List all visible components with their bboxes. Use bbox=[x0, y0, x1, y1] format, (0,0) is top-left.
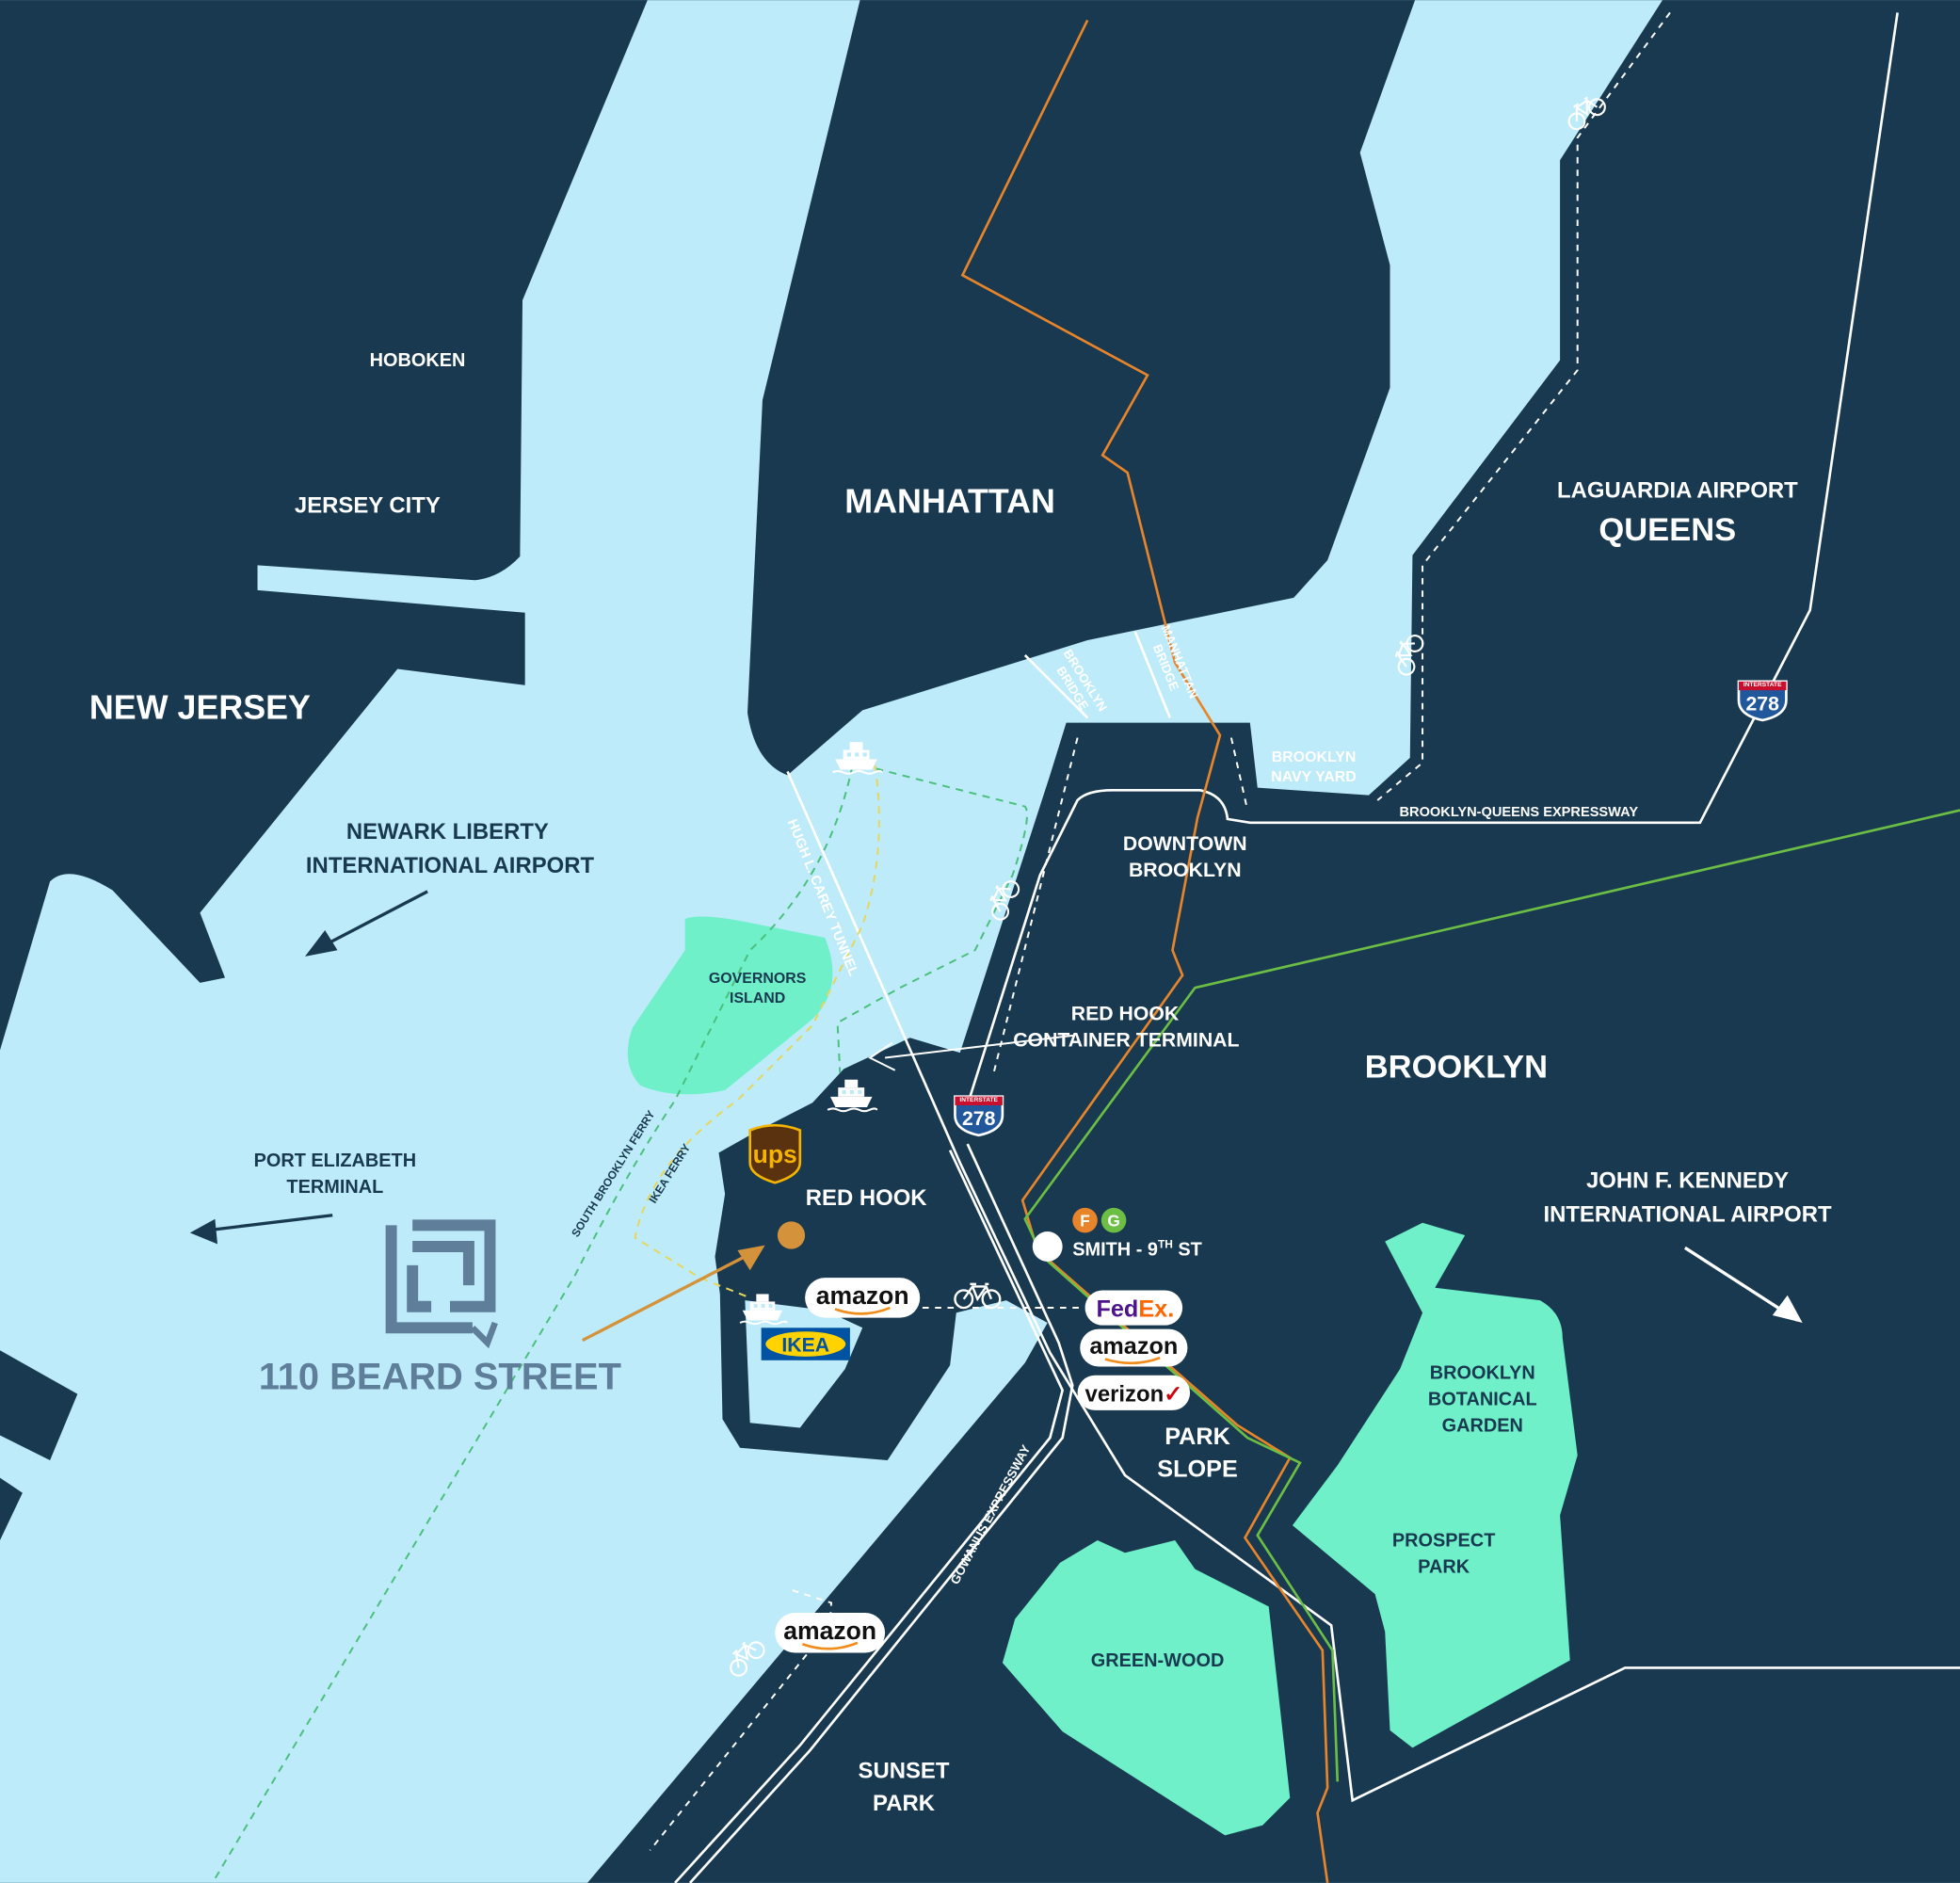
site-name-label: 110 BEARD STREET bbox=[259, 1356, 621, 1397]
brooklyn-label: BROOKLYN bbox=[1365, 1050, 1548, 1086]
downtown-label-line2: BROOKLYN bbox=[1129, 859, 1242, 881]
svg-text:IKEA: IKEA bbox=[781, 1334, 829, 1357]
svg-text:FedEx.: FedEx. bbox=[1096, 1296, 1174, 1322]
prospect-label-line1: PROSPECT bbox=[1392, 1531, 1496, 1552]
sunset-label-line2: PARK bbox=[873, 1791, 936, 1816]
direction-arrows bbox=[189, 342, 1803, 1323]
arrow-port-head-icon bbox=[189, 1218, 218, 1245]
red-hook-label: RED HOOK bbox=[806, 1185, 927, 1211]
new-jersey-land bbox=[0, 0, 648, 1051]
amazon-logo: amazon bbox=[775, 1613, 886, 1653]
jersey-city-label: JERSEY CITY bbox=[295, 493, 441, 519]
port-label-line1: PORT ELIZABETH bbox=[254, 1151, 417, 1171]
interstate-shield-icon: INTERSTATE 278 bbox=[954, 1095, 1004, 1137]
subway-f-badge-icon bbox=[1072, 1207, 1098, 1233]
hoboken-label: HOBOKEN bbox=[370, 350, 466, 371]
manhattan-bridge-line bbox=[1133, 631, 1172, 718]
green-wood-cemetery bbox=[1002, 1540, 1291, 1836]
governors-label-line1: GOVERNORS bbox=[709, 971, 807, 987]
roads bbox=[674, 12, 1960, 1883]
arrow-laguardia-icon bbox=[1674, 346, 1759, 454]
botanical-label-line1: BROOKLYN bbox=[1430, 1363, 1535, 1384]
jfk-label-line2: INTERNATIONAL AIRPORT bbox=[1543, 1201, 1832, 1227]
subway-g-badge-icon bbox=[1100, 1207, 1127, 1233]
jersey-pier-2 bbox=[0, 1477, 23, 1541]
brooklyn-highway-outer bbox=[688, 1143, 1074, 1883]
bqe-road bbox=[963, 12, 1899, 1114]
governors-island bbox=[627, 916, 833, 1095]
jersey-pier bbox=[0, 1350, 78, 1461]
queens-label: QUEENS bbox=[1599, 512, 1736, 548]
subway-g-letter: G bbox=[1107, 1212, 1119, 1231]
subway-g-line bbox=[1023, 809, 1960, 1782]
prospect-label-line2: PARK bbox=[1418, 1557, 1470, 1578]
svg-text:amazon: amazon bbox=[1089, 1333, 1178, 1360]
new-jersey-label: NEW JERSEY bbox=[89, 689, 311, 727]
downtown-label-line1: DOWNTOWN bbox=[1123, 832, 1247, 855]
arrow-newark-head-icon bbox=[304, 930, 338, 957]
queens-brooklyn-land bbox=[587, 0, 1960, 1883]
site-logo-icon bbox=[385, 1219, 498, 1349]
svg-text:INTERSTATE: INTERSTATE bbox=[959, 1097, 998, 1103]
container-label-line2: CONTAINER TERMINAL bbox=[1013, 1029, 1239, 1052]
amazon-logo: amazon bbox=[805, 1278, 921, 1318]
newark-label-line2: INTERNATIONAL AIRPORT bbox=[306, 853, 595, 878]
jfk-label-line1: JOHN F. KENNEDY bbox=[1586, 1168, 1789, 1194]
container-label-line1: RED HOOK bbox=[1071, 1003, 1180, 1025]
svg-text:amazon: amazon bbox=[816, 1281, 909, 1310]
svg-text:278: 278 bbox=[962, 1107, 996, 1130]
manhattan-land bbox=[747, 0, 1416, 776]
navy-yard-label-line2: NAVY YARD bbox=[1271, 769, 1357, 785]
botanical-prospect-park bbox=[1292, 1222, 1578, 1748]
botanical-label-line2: BOTANICAL bbox=[1428, 1390, 1537, 1410]
ikea-logo: IKEA bbox=[761, 1328, 850, 1360]
brooklyn-bridge-line bbox=[1023, 653, 1089, 719]
subway-station-icon[interactable] bbox=[1032, 1231, 1063, 1262]
sunset-label-line1: SUNSET bbox=[859, 1758, 950, 1783]
amazon-logo: amazon bbox=[1080, 1328, 1188, 1367]
brooklyn-highway-inner bbox=[674, 1150, 1065, 1883]
green-wood-label: GREEN-WOOD bbox=[1091, 1650, 1225, 1671]
site-arrow-icon bbox=[581, 1253, 748, 1343]
park-slope-label-line1: PARK bbox=[1165, 1424, 1230, 1450]
park-slope-label-line2: SLOPE bbox=[1157, 1456, 1237, 1482]
smith-9th-label: SMITH - 9TH ST bbox=[1072, 1237, 1202, 1260]
arrow-jfk-head-icon bbox=[1772, 1295, 1803, 1323]
bqe-label: BROOKLYN-QUEENS EXPRESSWAY bbox=[1400, 805, 1639, 820]
arrow-port-icon bbox=[197, 1214, 333, 1233]
container-terminal-pier bbox=[799, 1050, 951, 1146]
botanical-label-line3: GARDEN bbox=[1442, 1416, 1523, 1437]
laguardia-label: LAGUARDIA AIRPORT bbox=[1557, 478, 1798, 504]
subway-f-line bbox=[960, 19, 1329, 1883]
fedex-logo: FedEx. bbox=[1084, 1290, 1183, 1326]
ferry-routes bbox=[211, 764, 1028, 1883]
svg-text:ups: ups bbox=[753, 1140, 797, 1168]
ups-logo: ups bbox=[748, 1123, 802, 1184]
manhattan-label: MANHATTAN bbox=[844, 483, 1055, 521]
arrow-container-icon bbox=[884, 1034, 1076, 1059]
verizon-logo: verizon✓ bbox=[1077, 1375, 1191, 1410]
interstate-shield-icon: INTERSTATE 278 bbox=[1737, 680, 1788, 722]
svg-text:INTERSTATE: INTERSTATE bbox=[1743, 682, 1782, 688]
port-label-line2: TERMINAL bbox=[286, 1177, 383, 1198]
svg-text:278: 278 bbox=[1745, 692, 1779, 715]
site-arrow-head-icon bbox=[737, 1245, 765, 1271]
subway-f-letter: F bbox=[1080, 1212, 1090, 1231]
hugh-carey-tunnel-road bbox=[786, 770, 1960, 1803]
svg-text:verizon✓: verizon✓ bbox=[1085, 1382, 1183, 1408]
navy-yard-label-line1: BROOKLYN bbox=[1272, 749, 1357, 765]
newark-label-line1: NEWARK LIBERTY bbox=[346, 819, 549, 845]
site-marker-icon[interactable] bbox=[777, 1221, 806, 1249]
svg-text:amazon: amazon bbox=[783, 1617, 876, 1645]
governors-label-line2: ISLAND bbox=[730, 990, 785, 1006]
